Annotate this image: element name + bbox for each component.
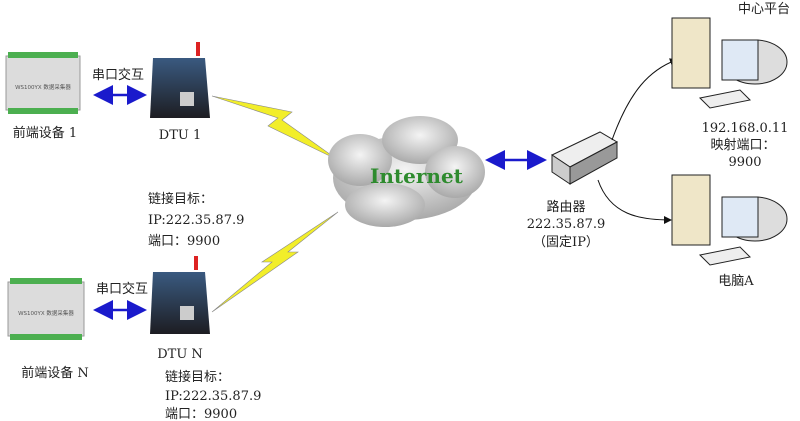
dtu-1-icon [150, 42, 210, 118]
link-target-1-port: 端口：9900 [148, 234, 221, 249]
router-ip: 222.35.87.9 [526, 217, 606, 232]
center-port: 9900 [728, 155, 762, 170]
front-device-1-panel-text: WS100YX 数据采集器 [15, 83, 71, 91]
wireless-link-1 [211, 95, 339, 161]
front-device-n-label: 前端设备 N [21, 366, 89, 381]
internet-label: Internet [370, 164, 463, 188]
dtu-n-label: DTU N [157, 347, 203, 362]
center-ip: 192.168.0.11 [701, 121, 789, 136]
link-target-n-ip: IP:222.35.87.9 [165, 389, 262, 404]
center-platform-title: 中心平台 [737, 2, 791, 17]
center-port-label: 映射端口： [710, 138, 776, 153]
wireless-link-n [211, 211, 339, 313]
link-target-n-title: 链接目标： [165, 370, 231, 385]
router-fixed-ip-note: （固定IP） [533, 235, 599, 250]
front-device-n-icon: WS100YX 数据采集器 [7, 278, 85, 340]
front-device-n-panel-text: WS100YX 数据采集器 [18, 309, 74, 317]
link-target-1-title: 链接目标： [148, 192, 214, 207]
dtu-n-icon [150, 256, 210, 334]
pc-a-label: 电脑A [718, 274, 754, 289]
serial-label-n: 串口交互 [95, 282, 149, 297]
front-device-1-icon: WS100YX 数据采集器 [5, 52, 81, 114]
pc-a-icon [671, 174, 788, 266]
front-device-1-label: 前端设备 1 [12, 126, 78, 141]
dtu-1-label: DTU 1 [158, 128, 202, 143]
serial-label-1: 串口交互 [91, 68, 145, 83]
link-router-pc-a [597, 179, 672, 224]
link-target-n-port: 端口：9900 [165, 407, 238, 421]
link-target-1-ip: IP:222.35.87.9 [148, 213, 245, 228]
router-label: 路由器 [546, 200, 586, 215]
router-icon [550, 131, 619, 185]
center-pc-icon [671, 17, 788, 109]
internet-cloud-icon [328, 116, 485, 227]
link-router-center [611, 58, 678, 141]
